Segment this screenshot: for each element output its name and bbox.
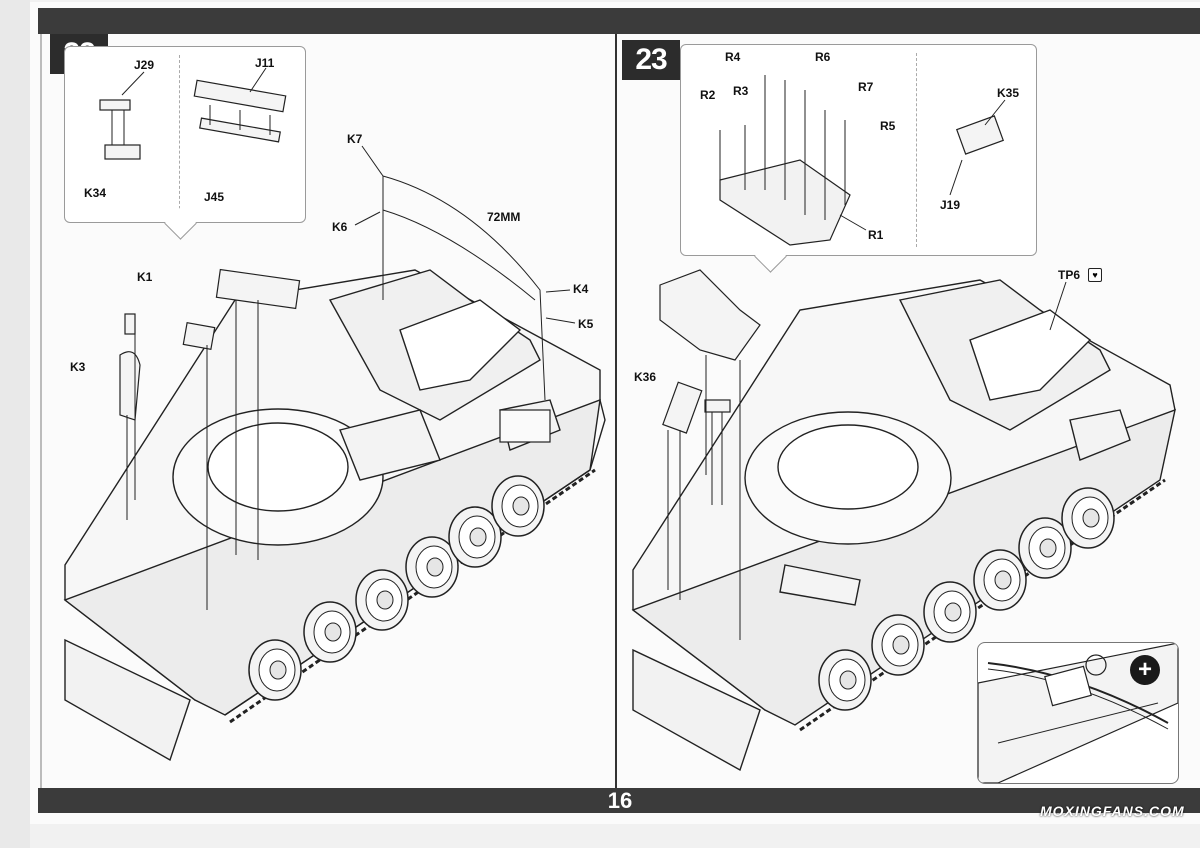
- part-label-k36: K36: [634, 370, 657, 384]
- binding-edge: [0, 0, 30, 848]
- part-label-r4: R4: [725, 50, 741, 64]
- part-drawings-step23: [659, 115, 1005, 434]
- bottom-bar: [38, 788, 1200, 813]
- part-label-k6: K6: [332, 220, 348, 234]
- part-label-k7: K7: [347, 132, 363, 146]
- part-label-r3: R3: [733, 84, 749, 98]
- guide-arrows-step23: [667, 75, 1067, 640]
- part-label-k34: K34: [84, 186, 107, 200]
- zoom-in-icon: +: [1130, 655, 1160, 685]
- part-label-r5: R5: [880, 119, 896, 133]
- part-label-j29: J29: [134, 58, 155, 72]
- part-label-j19: J19: [940, 198, 961, 212]
- part-label-k5: K5: [578, 317, 594, 331]
- watermark: MOXINGFANS.COM: [1040, 803, 1185, 819]
- part-label-r6: R6: [815, 50, 831, 64]
- part-label-k4: K4: [573, 282, 589, 296]
- left-margin-line: [40, 34, 42, 788]
- detail-drawing: [978, 643, 1178, 783]
- part-label-r1: R1: [868, 228, 884, 242]
- callout-divider: [179, 55, 180, 214]
- top-bar: [38, 8, 1200, 34]
- part-label-k35: K35: [997, 86, 1020, 100]
- part-label-r2: R2: [700, 88, 716, 102]
- guide-arrows-step22: [111, 67, 576, 610]
- part-label-r7: R7: [858, 80, 874, 94]
- detail-inset: +: [977, 642, 1179, 784]
- page-number: 16: [607, 788, 633, 813]
- part-label-k1: K1: [137, 270, 153, 284]
- callout-divider: [916, 53, 917, 247]
- step-23-badge: 23: [622, 40, 680, 80]
- part-label-j45: J45: [204, 190, 225, 204]
- page-divider: [615, 34, 617, 788]
- length-label-72mm: 72MM: [487, 210, 521, 224]
- tank-hull-step22: [63, 269, 606, 762]
- tank-hull-step23: [631, 279, 1176, 772]
- part-label-j11: J11: [255, 56, 275, 70]
- part-label-k3: K3: [70, 360, 86, 374]
- part-label-tp6: TP6: [1058, 268, 1081, 282]
- paint-icon: ♥: [1088, 268, 1102, 282]
